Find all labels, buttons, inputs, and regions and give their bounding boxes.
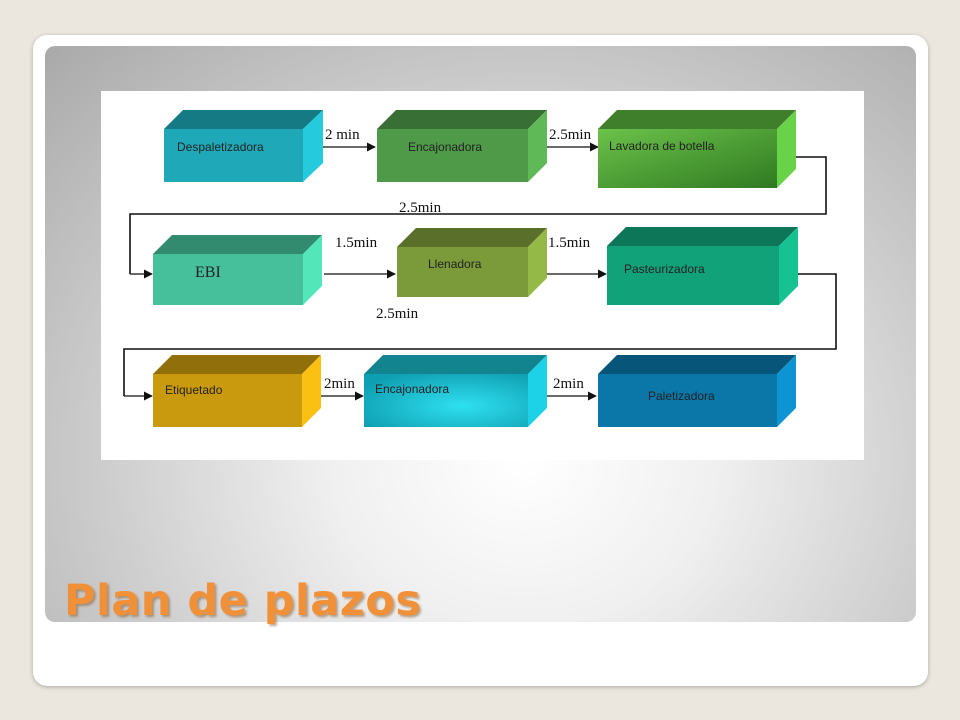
time-label-6: 2.5min (376, 306, 419, 322)
slide-title: Plan de plazos (64, 576, 422, 626)
box-label-paletizadora: Paletizadora (648, 389, 715, 403)
box-etiquetado: Etiquetado (153, 355, 321, 427)
box-ebi: EBI (153, 235, 322, 305)
box-label-etiquetado: Etiquetado (165, 383, 223, 397)
return-line-row2-row3 (123, 273, 837, 396)
box-label-encajonadora-1: Encajonadora (408, 140, 482, 154)
connector-lines (123, 142, 837, 401)
box-label-encajonadora-2: Encajonadora (375, 382, 449, 396)
time-label-8: 2min (553, 376, 584, 392)
box-label-llenadora: Llenadora (428, 257, 482, 271)
process-diagram: Despaletizadora Encajonadora Lavadora de… (101, 91, 864, 460)
box-lavadora: Lavadora de botella (598, 110, 796, 188)
box-paletizadora: Paletizadora (598, 355, 796, 427)
return-line-row1-row2 (129, 156, 827, 274)
box-label-pasteurizadora: Pasteurizadora (624, 262, 705, 276)
box-label-ebi: EBI (195, 264, 221, 281)
box-pasteurizadora: Pasteurizadora (607, 227, 798, 305)
box-encajonadora-2: Encajonadora (364, 355, 547, 427)
time-label-7: 2min (324, 376, 355, 392)
time-labels: 2 min 2.5min 2.5min 1.5min 1.5min 2.5min… (324, 127, 592, 392)
time-label-2: 2.5min (549, 127, 592, 143)
box-label-lavadora: Lavadora de botella (609, 139, 715, 153)
box-label-despaletizadora: Despaletizadora (177, 140, 264, 154)
time-label-4: 1.5min (335, 235, 378, 251)
box-llenadora: Llenadora (397, 228, 547, 297)
box-despaletizadora: Despaletizadora (164, 110, 323, 182)
time-label-5: 1.5min (548, 235, 591, 251)
flow-diagram-svg: Despaletizadora Encajonadora Lavadora de… (123, 110, 837, 427)
time-label-3: 2.5min (399, 200, 442, 216)
box-encajonadora-1: Encajonadora (377, 110, 547, 182)
time-label-1: 2 min (325, 127, 360, 143)
